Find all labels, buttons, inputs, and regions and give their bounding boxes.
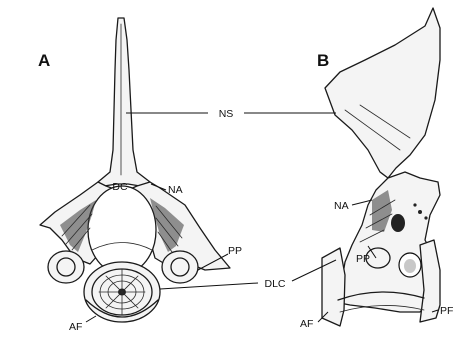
leader-dlc-a: [160, 283, 258, 289]
leader-af-a: [86, 316, 96, 322]
parapophysis-right-a: [162, 251, 198, 283]
label-na-b: NA: [334, 200, 349, 212]
label-pf-b: PF: [440, 305, 453, 317]
panel-b-illustration: [322, 8, 440, 326]
parapophysis-left-a: [48, 251, 84, 283]
label-pp-a: PP: [228, 245, 242, 257]
label-af-a: AF: [69, 321, 82, 333]
neural-spine-a: [98, 18, 150, 186]
label-dc: DC: [112, 181, 128, 193]
label-na-a: NA: [168, 184, 183, 196]
label-dlc: DLC: [264, 278, 285, 290]
panel-label-b: B: [317, 51, 329, 70]
label-pp-b: PP: [356, 253, 370, 265]
neural-spine-b: [325, 8, 440, 178]
label-ns: NS: [219, 108, 234, 120]
panel-a-illustration: [40, 18, 230, 322]
neural-canal-a: [88, 186, 156, 274]
panel-label-a: A: [38, 51, 50, 70]
label-af-b: AF: [300, 318, 313, 330]
